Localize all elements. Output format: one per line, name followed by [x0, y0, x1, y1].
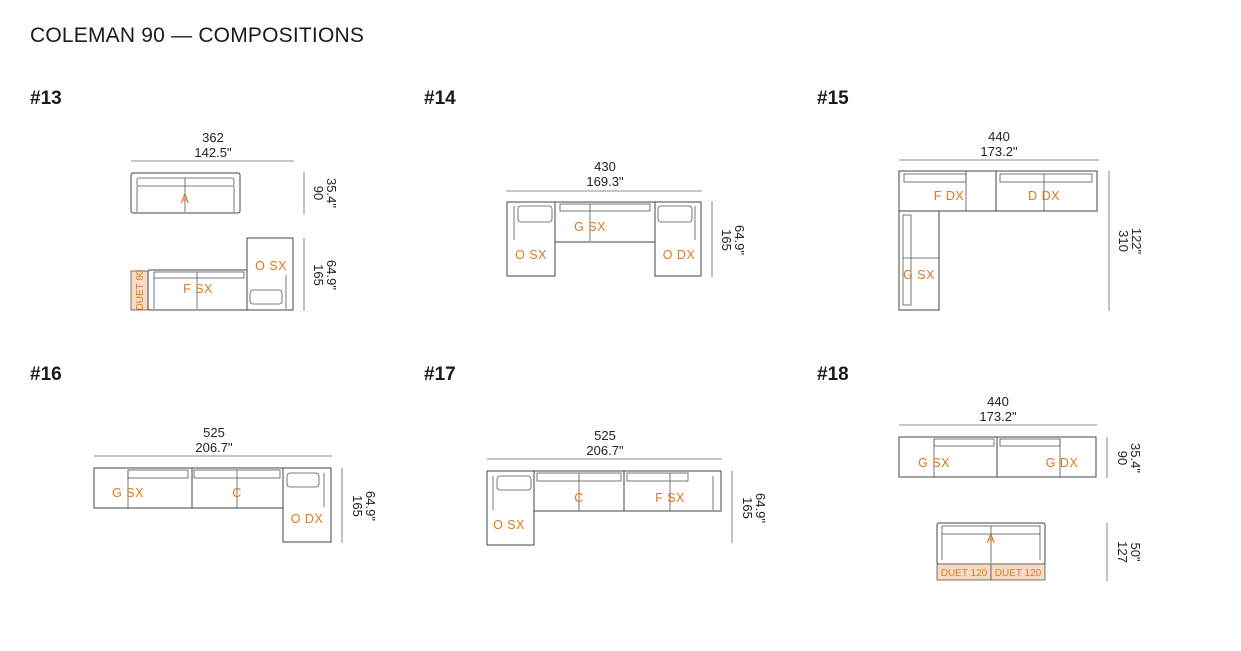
module-label: O DX	[291, 512, 324, 526]
depth-in: 64.9"	[753, 493, 768, 523]
width-in: 206.7"	[195, 440, 233, 455]
duet-label: DUET 120	[995, 568, 1042, 579]
composition-id-18: #18	[817, 364, 849, 385]
sofa-module-a	[936, 522, 1046, 581]
composition-id-17: #17	[424, 364, 456, 385]
module-label: C	[232, 486, 242, 500]
depth-in: 64.9"	[324, 260, 339, 290]
depth-cm: 165	[350, 495, 365, 517]
module-label: D DX	[1028, 189, 1060, 203]
composition-id-16: #16	[30, 364, 62, 385]
width-cm: 430	[594, 159, 616, 174]
sofa-modules	[486, 470, 722, 546]
depth-cm: 165	[311, 264, 326, 286]
depth-cm: 127	[1115, 541, 1130, 563]
width-cm: 440	[987, 394, 1009, 409]
module-label: O SX	[493, 518, 525, 532]
sofa-modules	[898, 170, 1098, 311]
composition-id-14: #14	[424, 88, 456, 109]
width-in: 169.3"	[586, 174, 624, 189]
composition-15: 440 173.2" F DX D DX G SX 310 122"	[898, 129, 1144, 311]
depth-cm: 90	[311, 186, 326, 200]
module-label: F SX	[183, 282, 213, 296]
module-label: F SX	[655, 491, 685, 505]
sofa-modules	[93, 467, 332, 543]
composition-13: 362 142.5" A 90 35.4" DUET 90 F SX O SX	[130, 130, 339, 311]
duet-label: DUET 90	[135, 269, 146, 310]
module-label: G SX	[574, 220, 606, 234]
depth-in: 35.4"	[1128, 443, 1143, 473]
width-in: 142.5"	[194, 145, 232, 160]
width-in: 173.2"	[980, 144, 1018, 159]
module-label: O SX	[255, 259, 287, 273]
composition-16: 525 206.7" G SX C O DX 165 64.9"	[93, 425, 378, 543]
module-label: O SX	[515, 248, 547, 262]
depth-in: 50"	[1128, 542, 1143, 561]
depth-in: 35.4"	[324, 178, 339, 208]
width-cm: 362	[202, 130, 224, 145]
sofa-modules	[898, 436, 1097, 478]
width-cm: 440	[988, 129, 1010, 144]
depth-in: 122"	[1129, 228, 1144, 255]
sofa-module-f-sx	[130, 237, 294, 311]
duet-label: DUET 120	[941, 568, 988, 579]
composition-18: 440 173.2" G SX G DX 90 35.4" A DUET 120…	[898, 394, 1143, 581]
depth-cm: 310	[1116, 230, 1131, 252]
depth-cm: 90	[1115, 451, 1130, 465]
composition-id-15: #15	[817, 88, 849, 109]
depth-cm: 165	[719, 229, 734, 251]
page-title: COLEMAN 90 — COMPOSITIONS	[30, 24, 365, 47]
composition-17: 525 206.7" C F SX O SX 165 64.9"	[486, 428, 768, 546]
width-cm: 525	[203, 425, 225, 440]
module-label: A	[181, 192, 190, 206]
module-label: F DX	[934, 189, 965, 203]
width-cm: 525	[594, 428, 616, 443]
depth-in: 64.9"	[363, 491, 378, 521]
sofa-module-a	[130, 172, 241, 214]
module-label: G SX	[903, 268, 935, 282]
width-in: 206.7"	[586, 443, 624, 458]
composition-14: 430 169.3" G SX O SX O DX 165 64.9"	[506, 159, 747, 277]
depth-in: 64.9"	[732, 225, 747, 255]
width-in: 173.2"	[979, 409, 1017, 424]
sofa-modules	[506, 201, 702, 277]
depth-cm: 165	[740, 497, 755, 519]
module-label: A	[987, 532, 996, 546]
module-label: G SX	[112, 486, 144, 500]
module-label: O DX	[663, 248, 696, 262]
module-label: G DX	[1046, 456, 1079, 470]
module-label: C	[574, 491, 584, 505]
module-label: G SX	[918, 456, 950, 470]
composition-id-13: #13	[30, 88, 62, 109]
